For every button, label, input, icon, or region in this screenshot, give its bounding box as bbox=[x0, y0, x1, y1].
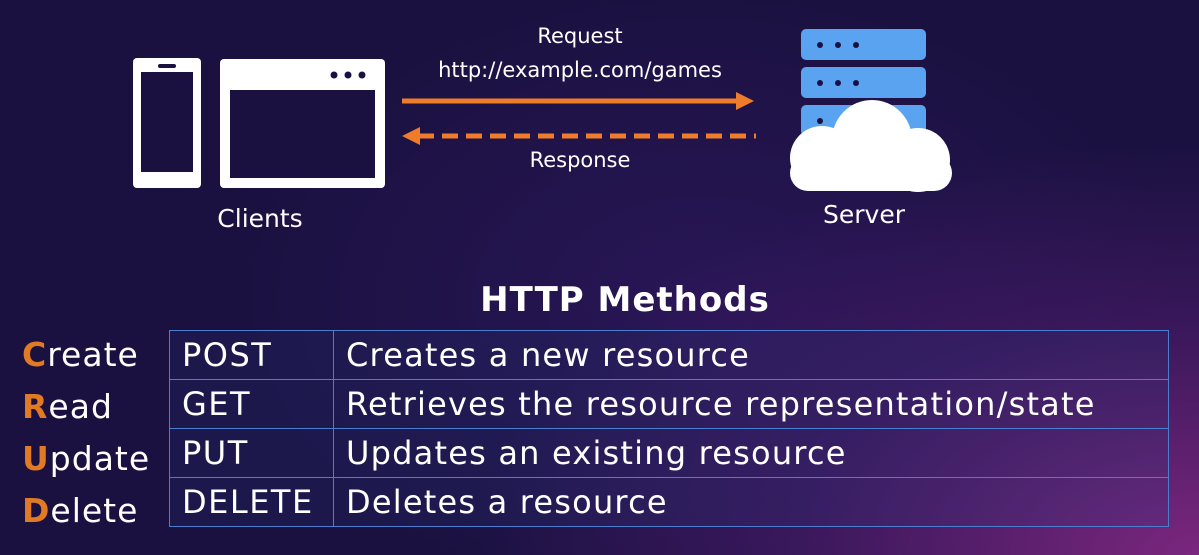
crud-initial: D bbox=[22, 491, 51, 530]
response-label: Response bbox=[529, 148, 631, 172]
browser-window-icon bbox=[220, 59, 385, 188]
table-row: POST Creates a new resource bbox=[169, 330, 1169, 380]
crud-rest: elete bbox=[50, 491, 139, 530]
crud-rest: pdate bbox=[49, 439, 151, 478]
crud-column: Create Read Update Delete bbox=[22, 332, 167, 540]
cloud-icon bbox=[790, 100, 952, 192]
crud-delete: Delete bbox=[22, 488, 167, 540]
table-row: PUT Updates an existing resource bbox=[169, 428, 1169, 478]
crud-create: Create bbox=[22, 332, 167, 384]
description-cell: Updates an existing resource bbox=[333, 428, 1169, 478]
description-cell: Deletes a resource bbox=[333, 477, 1169, 527]
crud-rest: reate bbox=[47, 335, 139, 374]
method-cell: DELETE bbox=[169, 477, 334, 527]
crud-rest: ead bbox=[48, 387, 113, 426]
clients-label: Clients bbox=[217, 204, 303, 233]
table-row: DELETE Deletes a resource bbox=[169, 477, 1169, 527]
method-cell: PUT bbox=[169, 428, 334, 478]
description-cell: Retrieves the resource representation/st… bbox=[333, 379, 1169, 429]
client-server-diagram bbox=[133, 29, 952, 192]
crud-update: Update bbox=[22, 436, 167, 488]
crud-read: Read bbox=[22, 384, 167, 436]
crud-initial: R bbox=[22, 387, 49, 426]
method-cell: GET bbox=[169, 379, 334, 429]
http-methods-title: HTTP Methods bbox=[480, 280, 770, 320]
crud-initial: U bbox=[22, 439, 50, 478]
description-cell: Creates a new resource bbox=[333, 330, 1169, 380]
crud-initial: C bbox=[22, 335, 48, 374]
phone-icon bbox=[133, 58, 201, 188]
server-label: Server bbox=[823, 200, 905, 229]
table-row: GET Retrieves the resource representatio… bbox=[169, 379, 1169, 429]
http-methods-table: POST Creates a new resource GET Retrieve… bbox=[169, 330, 1169, 527]
method-cell: POST bbox=[169, 330, 334, 380]
request-arrow bbox=[402, 92, 754, 110]
request-url: http://example.com/games bbox=[438, 58, 722, 82]
request-label: Request bbox=[537, 24, 623, 48]
response-arrow bbox=[402, 127, 756, 145]
